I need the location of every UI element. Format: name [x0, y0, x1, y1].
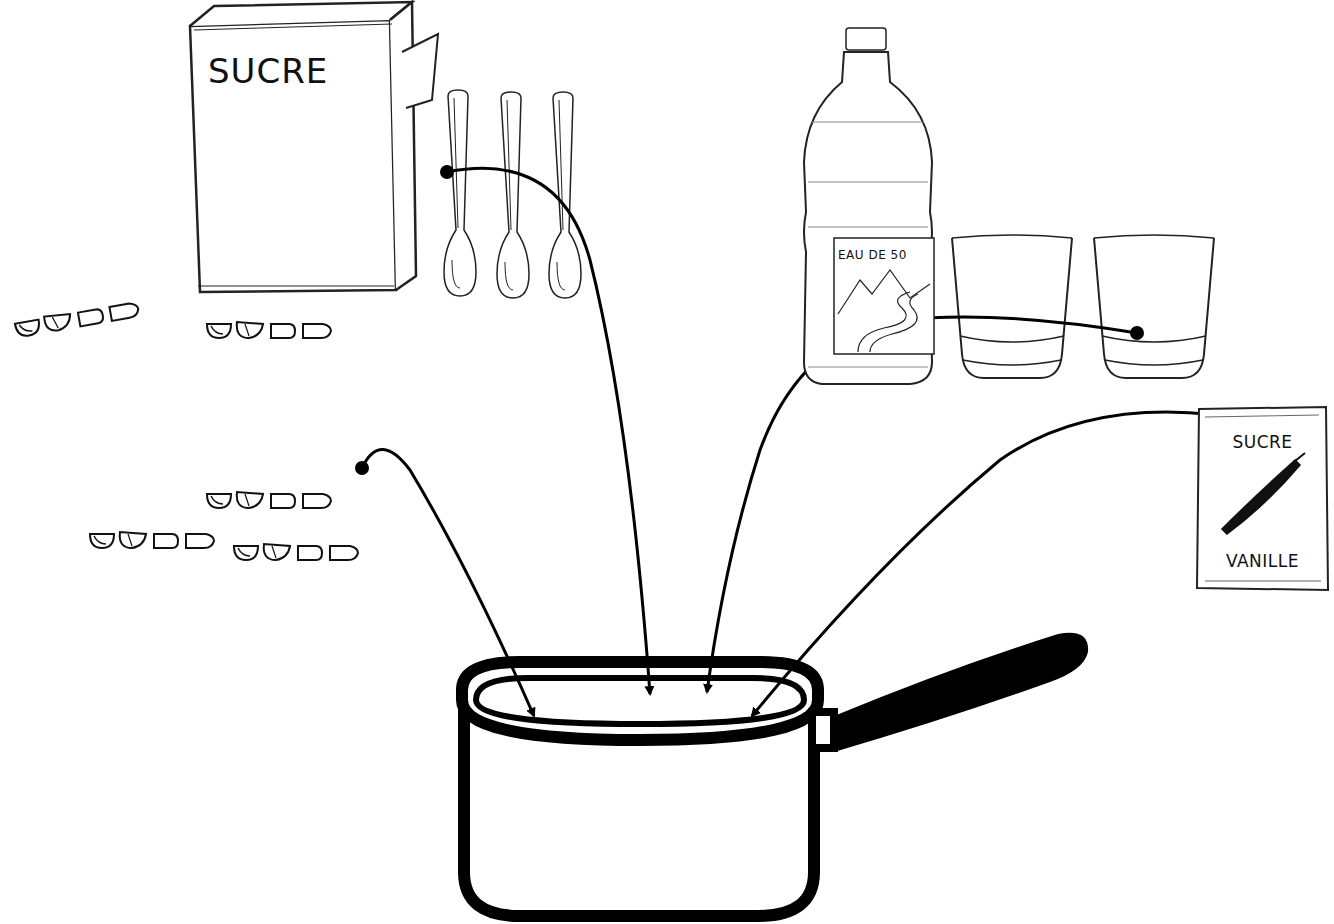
vanilla-sugar-packet: SUCRE VANILLE — [1195, 405, 1330, 592]
glass — [952, 235, 1072, 378]
spoon — [497, 92, 529, 298]
label-text: EAU DE 50 — [838, 249, 907, 263]
water-bottle-outline — [798, 22, 940, 388]
label-text: SUCRE — [208, 52, 328, 91]
arrow — [752, 412, 1262, 716]
sugar-box-outline — [180, 0, 445, 300]
arrow — [362, 449, 534, 716]
arrow — [447, 168, 650, 694]
spoon — [444, 90, 476, 296]
label-text: VANILLE — [1226, 552, 1299, 572]
water-bottle: EAU DE 50 — [798, 22, 940, 388]
label-text: SUCRE — [1232, 433, 1292, 453]
glass — [1094, 235, 1214, 378]
peanuts — [15, 300, 358, 560]
sugar-box: SUCRE — [180, 0, 445, 300]
saucepan — [462, 633, 1088, 916]
